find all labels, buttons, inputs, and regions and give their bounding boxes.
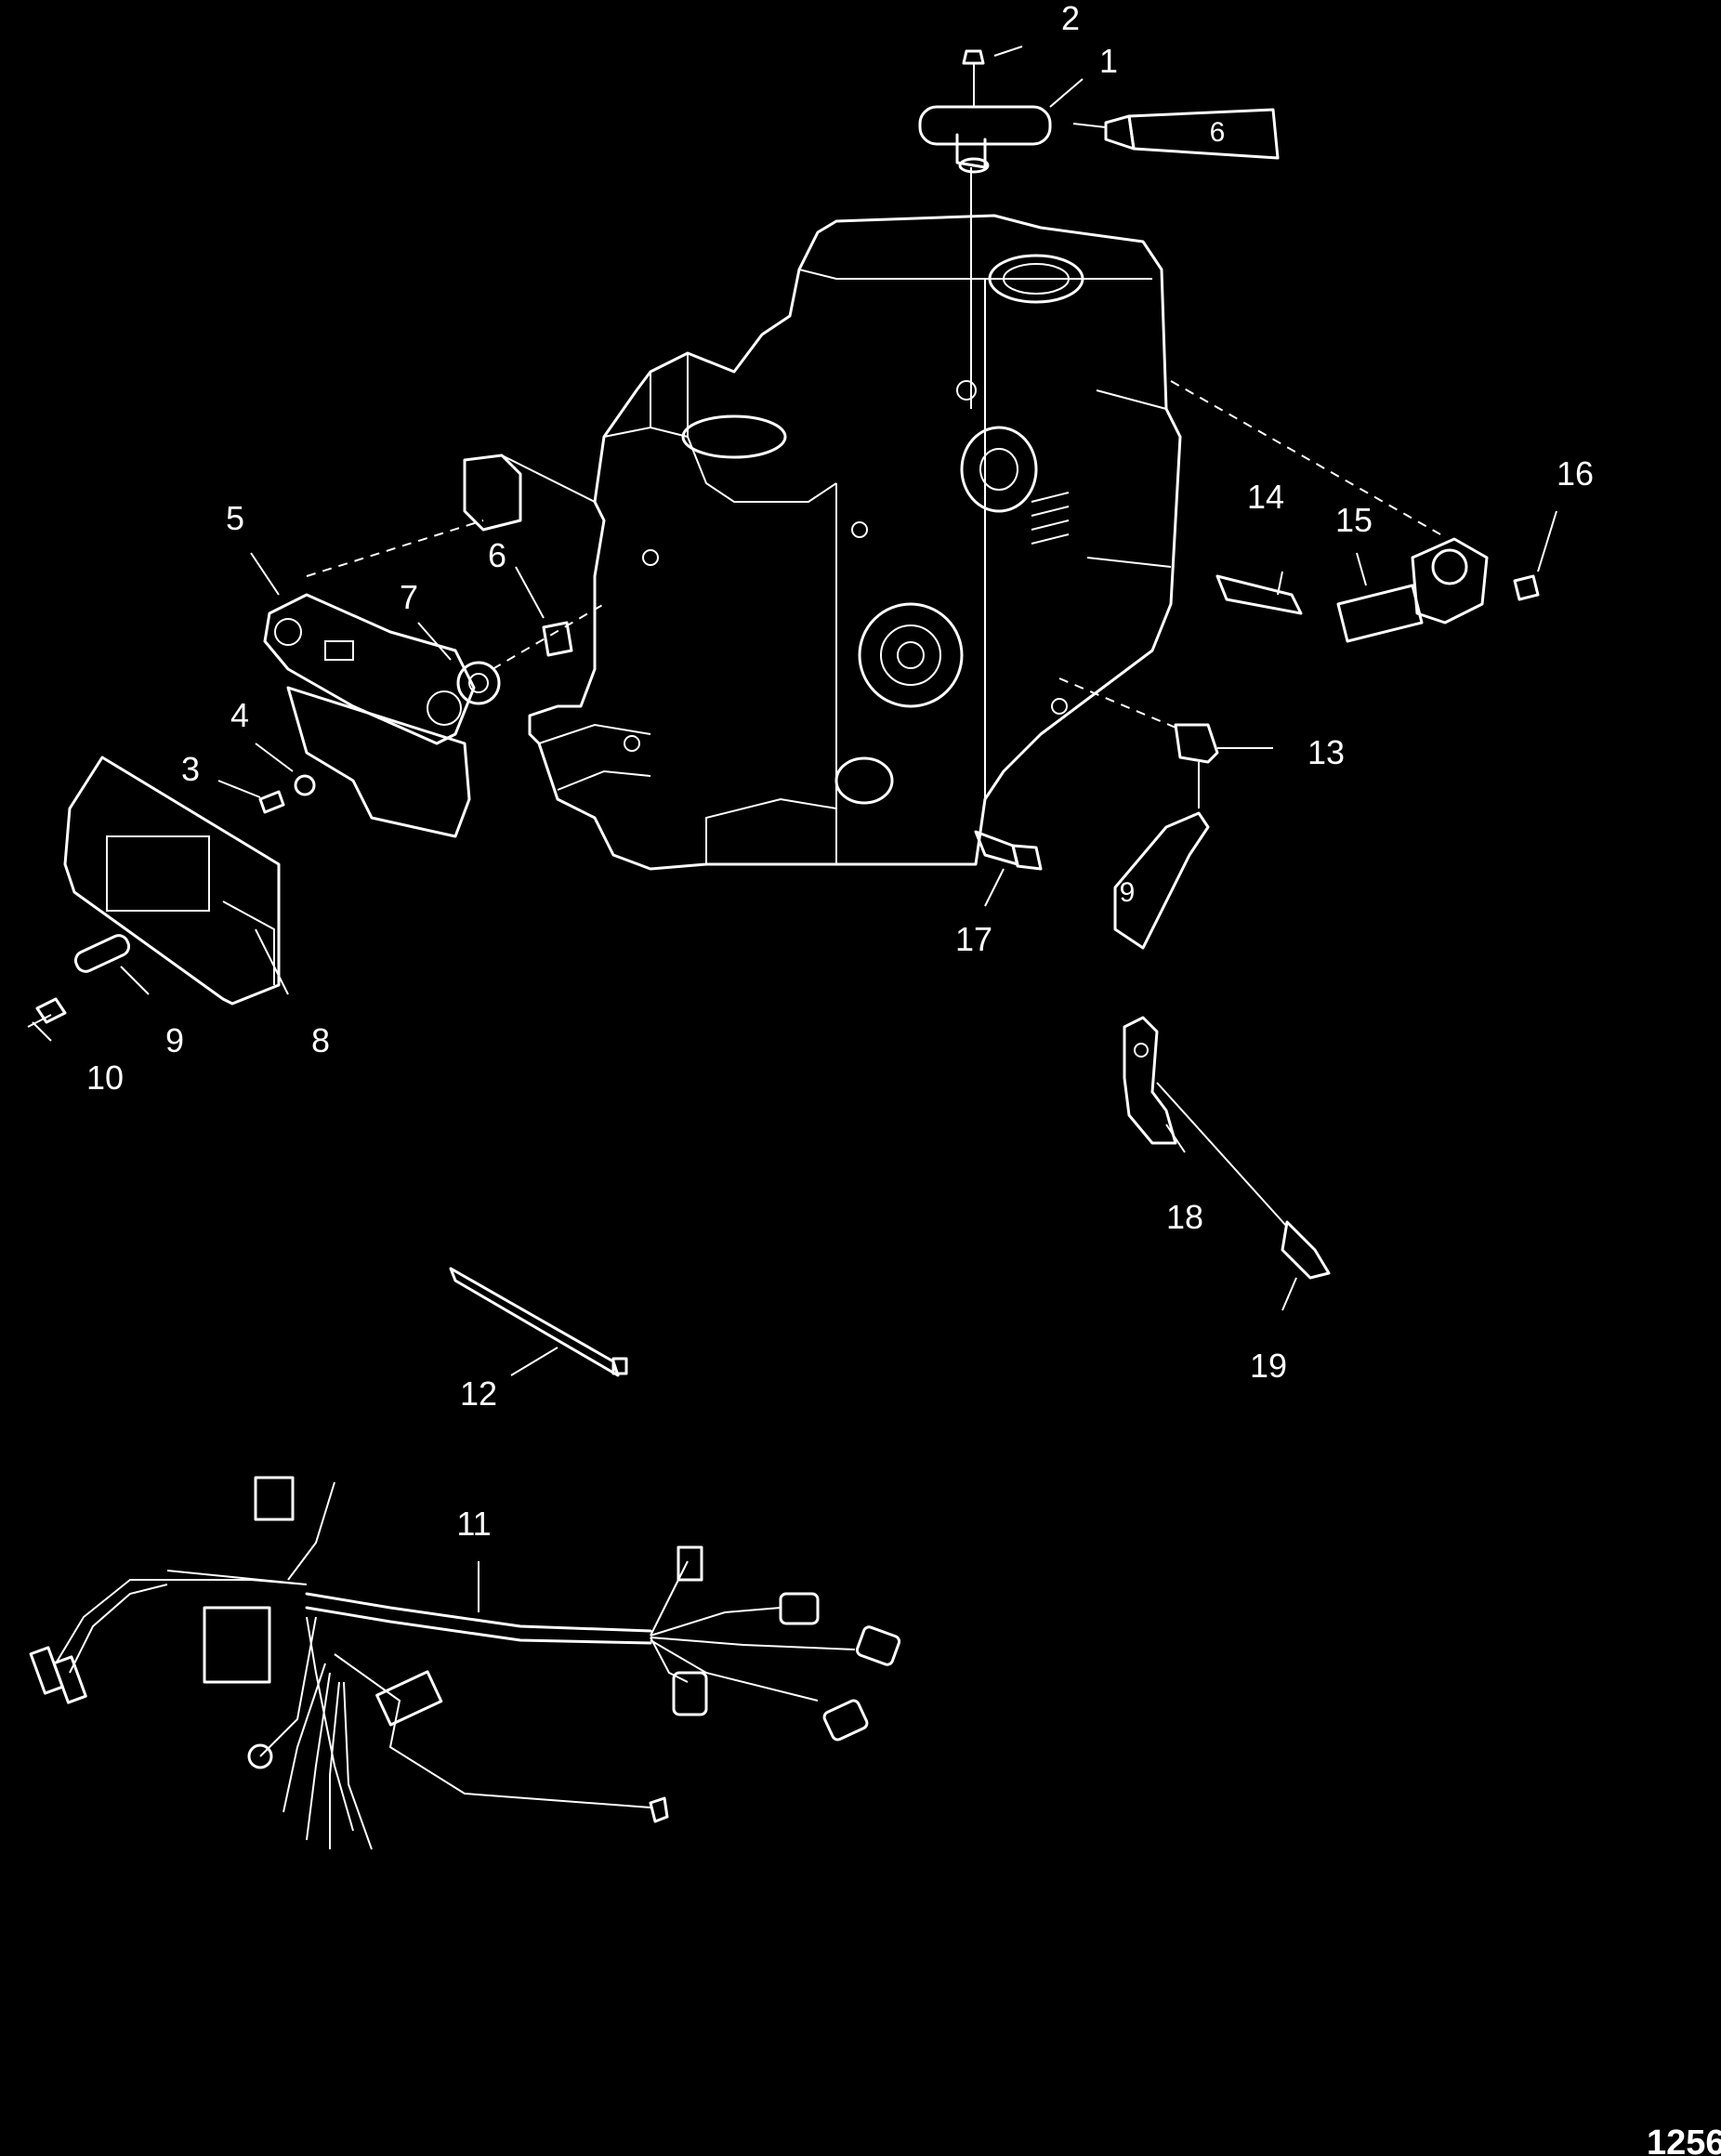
callout-6-tube: 6: [1210, 117, 1226, 148]
callout-2: 2: [1061, 0, 1080, 37]
assembly-lines: [306, 167, 1441, 730]
callout-17: 17: [955, 920, 992, 958]
cylinder-block: [463, 214, 1182, 871]
callout-10: 10: [86, 1058, 124, 1097]
callout-12: 12: [460, 1374, 497, 1413]
bolt-17: [974, 830, 1043, 871]
callout-5: 5: [226, 499, 244, 537]
callout-11: 11: [456, 1505, 491, 1543]
callout-8: 8: [311, 1021, 330, 1059]
callout-19: 19: [1250, 1347, 1287, 1385]
callout-1: 1: [1099, 42, 1118, 80]
cable-tie-12: [449, 1267, 628, 1377]
bracket-18: [1123, 1016, 1331, 1280]
mounting-plate: [258, 593, 573, 838]
callout-15: 15: [1335, 501, 1373, 539]
callout-4: 4: [230, 696, 249, 734]
top-sensor-assembly: [918, 49, 1280, 174]
callout-13: 13: [1307, 733, 1345, 771]
figure-reference-number: 1256: [1647, 2123, 1721, 2156]
callout-18: 18: [1166, 1198, 1203, 1236]
callout-7: 7: [400, 578, 418, 616]
callout-14: 14: [1247, 478, 1284, 516]
spark-plug-assembly: [1215, 537, 1540, 643]
lower-sensor-assembly: [1113, 723, 1236, 950]
callout-9-tube: 9: [1120, 877, 1136, 908]
callout-16: 16: [1557, 454, 1594, 493]
callout-6: 6: [488, 536, 506, 574]
electronic-module: [27, 756, 281, 1028]
wire-harness-11: [29, 1476, 901, 1850]
callout-9: 9: [165, 1021, 184, 1059]
callout-3: 3: [181, 750, 200, 788]
leader-lines: [32, 46, 1557, 1612]
